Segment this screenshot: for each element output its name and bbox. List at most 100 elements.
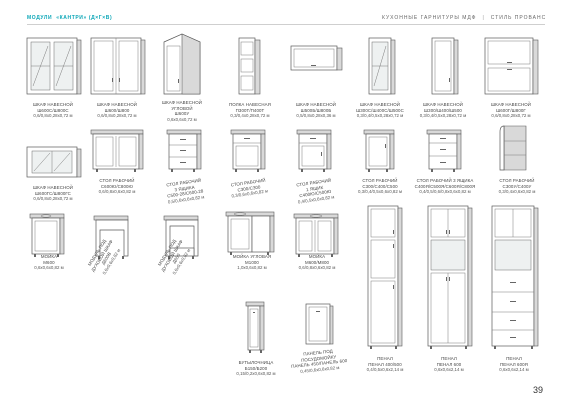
module-dimensions: 0,6/0,8х0,28х0,72 м [33, 113, 73, 119]
module-label: ПЕНАЛ ПЕНАЛ 600 [436, 356, 462, 367]
module-label: БУТЫЛОЧНИЦА Б150/Б200 [238, 360, 274, 371]
base-cabinet-3-drawers-drawing [166, 129, 202, 172]
module-dimensions: 0,3/0,4/0,5х0,28х0,72 м [419, 113, 467, 119]
cabinet-glass-double-drawing [26, 37, 82, 95]
cabinet-corner-wall-drawing [163, 33, 201, 95]
tall-cabinet-drawers-drawing [491, 205, 539, 349]
module-dimensions: 0,6х0,6х0,82 м [34, 265, 64, 271]
header-divider [27, 24, 545, 25]
module-dimensions: 0,6х0,6х0,72 м [167, 116, 197, 122]
module-label: ПЕНАЛ ПЕНАЛ 600Я [500, 356, 528, 367]
module-card: ПАНЕЛЬ ПОД ПОСУДОМОЙКУ ПАНЕЛЬ 450/ПАНЕЛЬ… [291, 298, 348, 396]
series-label: МОДУЛИ [27, 15, 53, 21]
cabinet-horizontal-glass-drawing [26, 146, 82, 178]
bottle-rack-drawing [245, 301, 265, 353]
dishwasher-panel-drawing [305, 303, 334, 345]
base-cabinet-door-drawing [230, 129, 266, 172]
module-label: ШКАФ НАВЕСНОЙ Ш600ГС/Ш800ГС [32, 185, 74, 196]
module-label: МОЙКА УГЛОВАЯ М1000 [232, 254, 272, 265]
module-label: СТОЛ РАБОЧИЙ С600Ю/С800Ю [99, 178, 135, 189]
module-dimensions: 0,15/0,2х0,6х0,82 м [236, 371, 276, 377]
module-dimensions: 0,6/0,8х0,28х0,72 м [97, 113, 137, 119]
module-label: ШКАФ НАВЕСНОЙ Ш600С/Ш800С [32, 102, 74, 113]
module-dimensions: 0,6х0,6х2,14 м [434, 367, 464, 373]
module-label: СТОЛ РАБОЧИЙ 3 ЯЩИКА С400Я/С500Я/С600Я/С… [414, 178, 476, 189]
module-dimensions: 0,4/0,5/0,6/0,8х0,6х0,82 м [419, 189, 471, 195]
module-dimensions: 0,3/0,4х0,6х0,82 м [498, 189, 536, 195]
base-cabinet-1-drawer-drawing [296, 129, 332, 172]
collection-title: КУХОННЫЕ ГАРНИТУРЫ МДФ | СТИЛЬ ПРОВАНС [382, 15, 546, 21]
module-label: ШКАФ НАВЕСНОЙ Ш300С/Ш400С/Ш500С [356, 102, 404, 113]
module-label: ПОЛКА НАВЕСНАЯ П300Т/П400Т [229, 102, 271, 113]
base-cabinet-double-drawing [90, 129, 144, 172]
module-dimensions: 0,3/0,4/0,5х0,6х0,82 м [357, 189, 403, 195]
module-label: ШКАФ НАВЕСНОЙ Ш600/Ш800 [96, 102, 138, 113]
module-label: МОЙКА М600/М800 [304, 254, 330, 265]
base-cabinet-drawers-drawing [426, 129, 462, 172]
cabinet-single-door-drawing [431, 37, 459, 95]
tall-cabinet-double-drawing [427, 205, 473, 349]
open-shelf-drawing [238, 37, 261, 95]
tall-cabinet-narrow-drawing [367, 205, 403, 349]
module-dimensions: 0,6/0,8х0,28х0,72 м [33, 196, 73, 202]
module-card: СТОЛ РАБОЧИЙ 3 ЯЩИКА С400Я/С500Я/С600Я/С… [415, 129, 475, 220]
module-dimensions: 0,6/0,8х0,6х0,82 м [298, 265, 336, 271]
header-separator: | [482, 15, 485, 21]
module-label: СТОЛ РАБОЧИЙ С300/С400/С500 [362, 178, 398, 189]
module-label: ШКАФ НАВЕСНОЙ Ш300/Ш400/Ш500 [422, 102, 464, 113]
corner-sink-drawing [225, 211, 275, 255]
module-label: СТОЛ РАБОЧИЙ С300У/С400У [499, 178, 535, 189]
module-label: ШКАФ НАВЕСНОЙ Ш600Г/Ш800Г [490, 102, 532, 113]
module-label: МОЙКА М600 [40, 254, 58, 265]
cabinet-glass-single-drawing [368, 37, 396, 95]
oven-module-drawer-drawing [163, 215, 199, 259]
module-label: ШКАФ НАВЕСНОЙ УГЛОВОЙ Ш600У [161, 100, 203, 117]
open-end-cabinet-drawing [499, 125, 527, 171]
base-cabinet-narrow-drawing [363, 129, 395, 172]
sink-double-drawing [293, 213, 339, 257]
page-number: 39 [533, 385, 544, 395]
module-dimensions: 0,5/0,8х0,28х0,36 м [296, 113, 336, 119]
module-dimensions: 0,6/0,8х0,28х0,72 м [491, 113, 531, 119]
series-title: МОДУЛИ «КАНТРИ» (Д×Г×В) [27, 15, 114, 21]
module-dimensions: 0,6/0,8х0,6х0,82 м [98, 189, 136, 195]
series-name: «КАНТРИ» (Д×Г×В) [56, 15, 113, 21]
module-dimensions: 1,0х0,6х0,82 м [237, 265, 267, 271]
module-dimensions: 0,3/0,4х0,28х0,72 м [230, 113, 270, 119]
cabinet-double-door-drawing [90, 37, 146, 95]
style-name: СТИЛЬ ПРОВАНС [490, 15, 547, 21]
short-wall-cabinet-drawing [290, 45, 343, 71]
oven-module-open-drawing [93, 215, 129, 259]
module-label: ПЕНАЛ ПЕНАЛ 400/500 [368, 356, 402, 367]
module-label: ШКАФ НАВЕСНОЙ Ш500Б/Ш800Б [295, 102, 337, 113]
sink-cabinet-drawing [29, 213, 65, 257]
cabinet-horizontal-doors-drawing [484, 37, 539, 95]
module-dimensions: 0,4/0,5х0,6х2,14 м [366, 367, 404, 373]
module-dimensions: 0,3/0,4/0,5х0,28х0,72 м [356, 113, 404, 119]
collection-name: КУХОННЫЕ ГАРНИТУРЫ МДФ [382, 15, 477, 21]
